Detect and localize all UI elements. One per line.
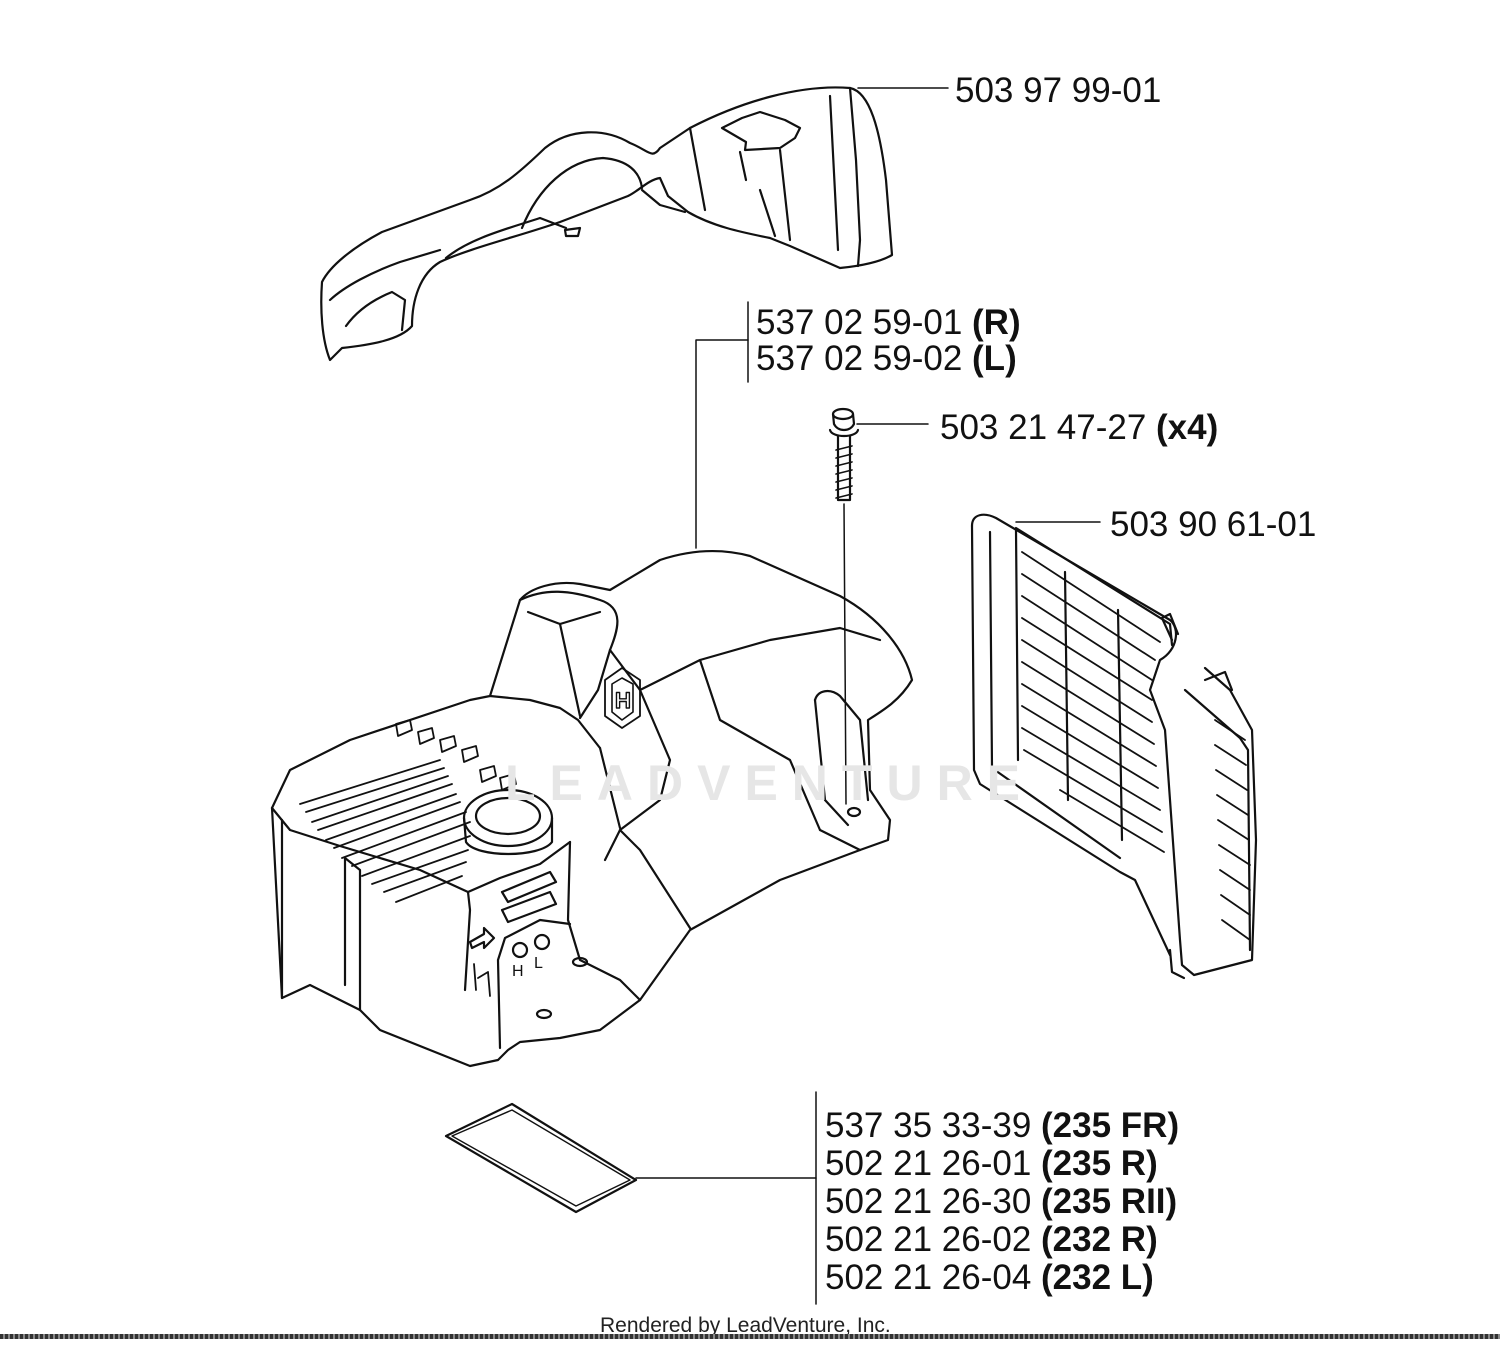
variant-code: (235 RII) bbox=[1041, 1182, 1178, 1221]
label-engine-cover-l: 537 02 59-02 (L) bbox=[756, 341, 1017, 376]
variant-code: (R) bbox=[972, 303, 1021, 342]
variant-code: (235 R) bbox=[1041, 1144, 1158, 1183]
part-number: 503 90 61-01 bbox=[1110, 505, 1317, 544]
bottom-border bbox=[0, 1334, 1500, 1339]
label-air-grille: 503 90 61-01 bbox=[1110, 507, 1316, 542]
part-number: 537 02 59-02 bbox=[756, 339, 963, 378]
variant-code: (232 L) bbox=[1041, 1258, 1154, 1297]
part-number: 502 21 26-02 bbox=[825, 1220, 1032, 1259]
quantity: (x4) bbox=[1156, 408, 1219, 447]
part-number: 502 21 26-30 bbox=[825, 1182, 1032, 1221]
label-engine-cover-r: 537 02 59-01 (R) bbox=[756, 305, 1021, 340]
label-top-shield: 503 97 99-01 bbox=[955, 73, 1161, 108]
label-decal-235r: 502 21 26-01 (235 R) bbox=[825, 1146, 1158, 1181]
part-number: 537 02 59-01 bbox=[756, 303, 963, 342]
brand-emblem-letter: H bbox=[615, 688, 631, 713]
label-decal-232r: 502 21 26-02 (232 R) bbox=[825, 1222, 1158, 1257]
part-number: 503 21 47-27 bbox=[940, 408, 1147, 447]
footer-credit: Rendered by LeadVenture, Inc. bbox=[600, 1314, 891, 1337]
engine-cover-illustration: H H L bbox=[270, 549, 914, 1068]
adjust-l-label: L bbox=[534, 955, 543, 972]
label-decal-235rii: 502 21 26-30 (235 RII) bbox=[825, 1184, 1177, 1219]
variant-code: (L) bbox=[972, 339, 1017, 378]
label-decal-235fr: 537 35 33-39 (235 FR) bbox=[825, 1108, 1179, 1143]
part-number: 537 35 33-39 bbox=[825, 1106, 1032, 1145]
variant-code: (235 FR) bbox=[1041, 1106, 1180, 1145]
label-decal-232l: 502 21 26-04 (232 L) bbox=[825, 1260, 1154, 1295]
air-grille-illustration bbox=[970, 513, 1258, 980]
label-screw: 503 21 47-27 (x4) bbox=[940, 410, 1218, 445]
part-number: 503 97 99-01 bbox=[955, 71, 1162, 110]
part-number: 502 21 26-04 bbox=[825, 1258, 1032, 1297]
leader-lines bbox=[635, 87, 1101, 1305]
variant-code: (232 R) bbox=[1041, 1220, 1158, 1259]
decal-illustration bbox=[444, 1102, 638, 1214]
screw-illustration bbox=[828, 407, 860, 805]
watermark-text: LEADVENTURE bbox=[505, 755, 1035, 811]
adjust-h-label: H bbox=[512, 963, 524, 980]
top-shield-illustration bbox=[320, 86, 894, 362]
part-number: 502 21 26-01 bbox=[825, 1144, 1032, 1183]
